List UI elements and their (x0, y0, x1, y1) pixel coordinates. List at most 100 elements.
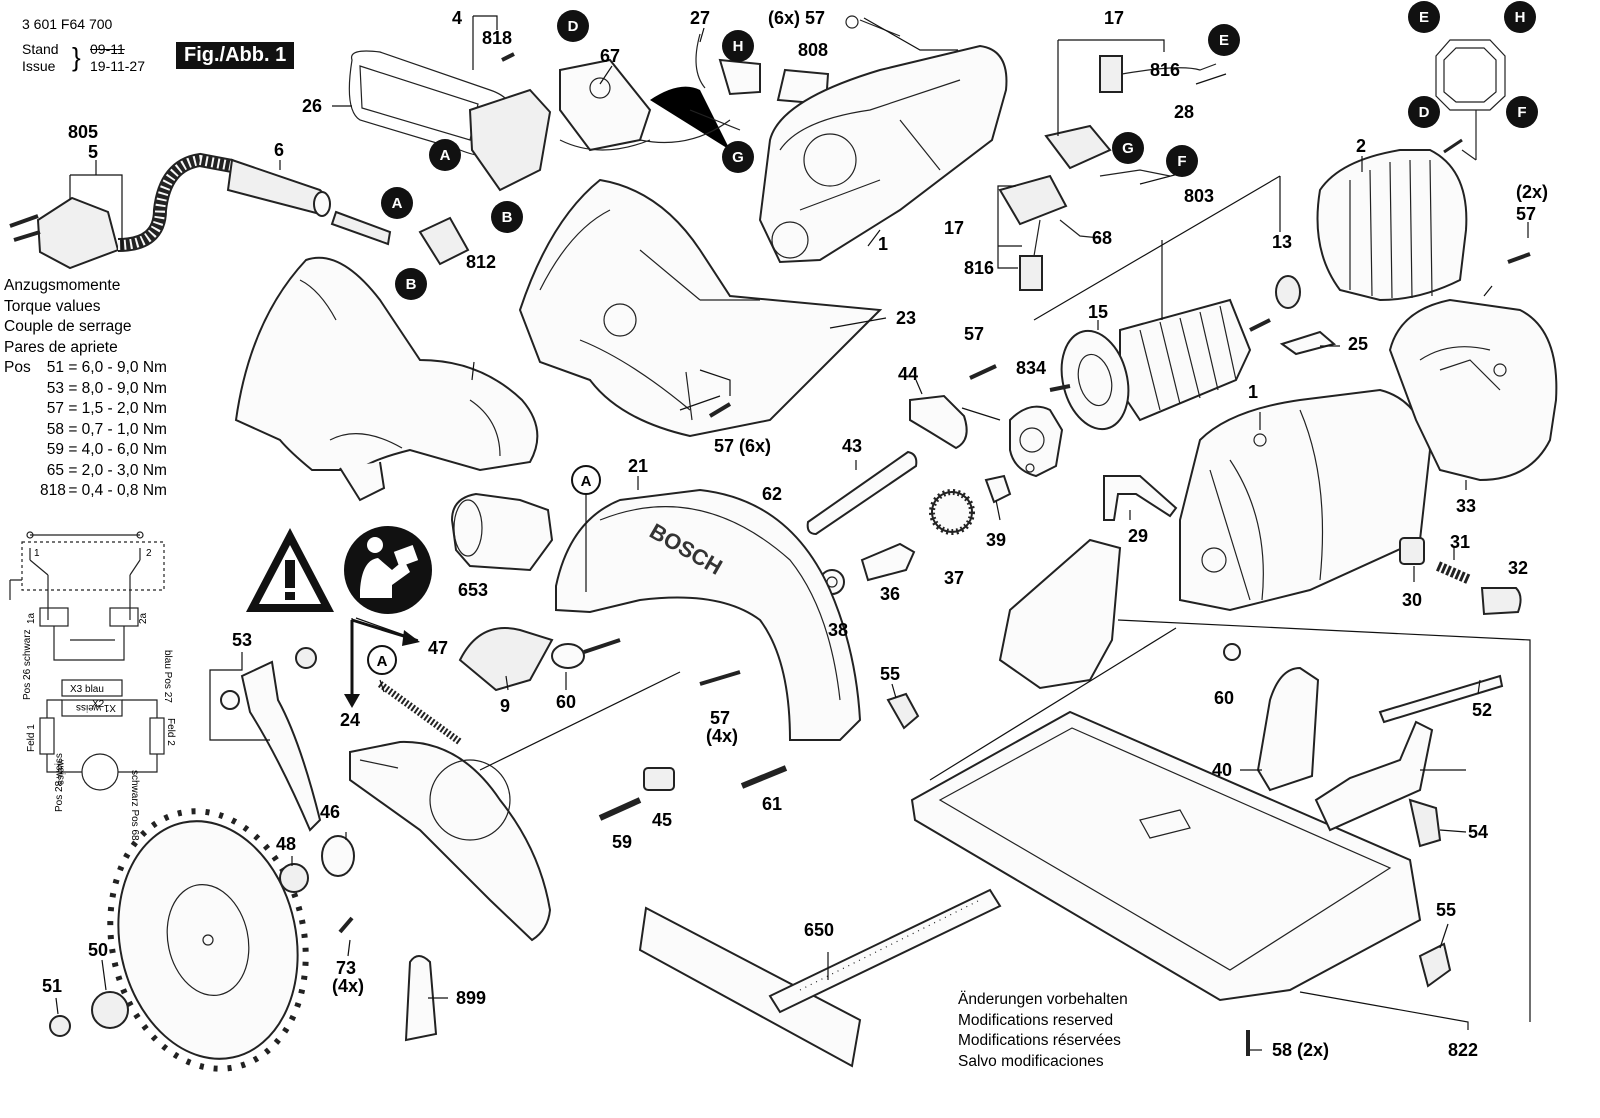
torque-title-de: Anzugsmomente (4, 277, 121, 294)
callout: 26 (302, 96, 322, 116)
svg-text:G: G (1122, 140, 1134, 157)
wiring-label: 2 (146, 548, 152, 559)
callout: 23 (896, 308, 916, 328)
connector-badge: G (722, 141, 754, 173)
lock-button-part (1399, 537, 1425, 565)
callout: 30 (1402, 590, 1422, 610)
read-manual-icon (344, 526, 432, 614)
callout: 60 (1214, 688, 1234, 708)
callout: 6 (274, 140, 284, 160)
lower-guard-part (349, 740, 552, 942)
callout-numbers: 805 5 6 4 818 26 67 27 808 (6x) 57 17 81… (42, 8, 1548, 1060)
connector-badge: D (1408, 96, 1440, 128)
svg-text:A: A (581, 473, 592, 490)
wiring-label: Feld 1 (26, 724, 37, 752)
callout: 39 (986, 530, 1006, 550)
bolt-part (598, 797, 642, 821)
handle-housing-part (518, 178, 883, 438)
callout: 44 (898, 364, 918, 384)
callout: 57 (6x) (714, 436, 771, 456)
svg-text:E: E (1219, 32, 1229, 49)
svg-text:B: B (406, 276, 417, 293)
bracket-part (1103, 475, 1178, 521)
connector-badge-outline: A (571, 465, 601, 495)
screw-part (699, 670, 741, 686)
callout: 27 (690, 8, 710, 28)
connector-badge-outline: A (367, 645, 397, 675)
hex-key-part (1378, 674, 1504, 724)
screw-part (1223, 643, 1241, 661)
spring-part (1435, 561, 1473, 585)
callout: 46 (320, 802, 340, 822)
callout: (4x) (706, 726, 738, 746)
callout: 805 (68, 122, 98, 142)
connector-badge: H (1504, 1, 1536, 33)
callout: 67 (600, 46, 620, 66)
handle-cover-part (234, 256, 539, 502)
connector-badge: F (1166, 145, 1198, 177)
label-sticker-part (458, 627, 554, 692)
connector-badge: E (1208, 24, 1240, 56)
callout: 52 (1472, 700, 1492, 720)
part-number: 3 601 F64 700 (22, 16, 113, 32)
knob-part (551, 643, 585, 669)
wiring-label: blau Pos 27 (162, 650, 173, 703)
callout: 36 (880, 584, 900, 604)
depth-stop-part (1256, 666, 1320, 792)
leader-lines (55, 15, 1531, 1051)
callout: 58 (2x) (1272, 1040, 1329, 1060)
callout: 68 (1092, 228, 1112, 248)
wiring-label: weiss (55, 759, 66, 785)
torque-row: 53 = 8,0 - 9,0 Nm (46, 379, 167, 397)
svg-text:F: F (1517, 104, 1526, 121)
svg-text:E: E (1419, 9, 1429, 26)
power-cord-part (9, 152, 331, 270)
spindle-part (806, 450, 918, 536)
callout: 899 (456, 988, 486, 1008)
callout: 59 (612, 832, 632, 852)
callout: 60 (556, 692, 576, 712)
connector-badge: A (429, 139, 461, 171)
callout: 650 (804, 920, 834, 940)
outer-flange-part (91, 991, 129, 1029)
wiring-label: X1 weiss (76, 702, 116, 713)
gear-housing-part (450, 492, 554, 572)
callout: 51 (42, 976, 62, 996)
callout: 40 (1212, 760, 1232, 780)
callout: 818 (482, 28, 512, 48)
torque-row: 818 = 0,4 - 0,8 Nm (40, 482, 167, 499)
wiring-label: X3 blau (70, 684, 104, 695)
pinion-shaft-part (860, 542, 916, 582)
callout: 33 (1456, 496, 1476, 516)
angle-scale-part (998, 538, 1122, 690)
svg-text:G: G (732, 149, 744, 166)
callout: 54 (1468, 822, 1488, 842)
callout: 57 (1516, 204, 1536, 224)
connection-badges: D H G A B A B E G F E H D F A A (367, 1, 1538, 675)
arrow-right-icon (351, 618, 411, 640)
connector-badge: F (1506, 96, 1538, 128)
wiring-label: 1a (26, 612, 37, 624)
brace-icon: } (72, 42, 81, 72)
callout: 15 (1088, 302, 1108, 322)
callout: 9 (500, 696, 510, 716)
screw-part (501, 52, 515, 62)
wing-bolt-part (886, 692, 920, 730)
svg-text:F: F (1177, 153, 1186, 170)
lever-part (240, 660, 322, 832)
connector-badge: A (381, 187, 413, 219)
stand-label: Stand (22, 41, 59, 57)
connector-badge: D (557, 10, 589, 42)
torque-title-en: Torque values (4, 297, 101, 315)
svg-text:A: A (392, 195, 403, 212)
torque-row: 57 = 1,5 - 2,0 Nm (46, 400, 167, 417)
saw-blade-part (107, 808, 309, 1072)
wiring-label: X2 (92, 699, 105, 710)
callout: 25 (1348, 334, 1368, 354)
callout: 53 (232, 630, 252, 650)
return-spring-part (377, 681, 463, 745)
callout: (4x) (332, 976, 364, 996)
callout: 47 (428, 638, 448, 658)
callout: 73 (336, 958, 356, 978)
